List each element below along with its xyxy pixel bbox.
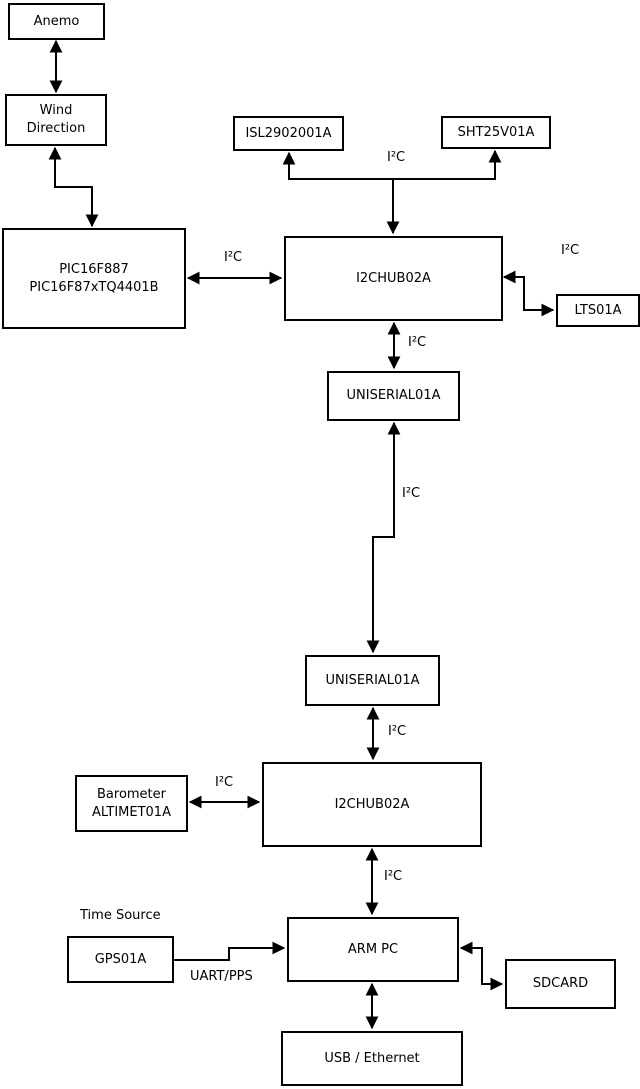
node-gps01a: GPS01A (67, 936, 174, 983)
node-barometer-altimet01a: Barometer ALTIMET01A (75, 775, 188, 832)
node-arm-pc: ARM PC (287, 917, 459, 982)
node-wind-direction-line2: Direction (26, 121, 86, 136)
node-wind-direction: Wind Direction (5, 94, 107, 146)
node-anemo-label: Anemo (33, 13, 80, 29)
edge-label-i2c-long-link: I²C (402, 486, 421, 501)
wire-i2chub-top-lts (502, 270, 555, 317)
node-i2chub02a-bottom-label: I2CHUB02A (334, 796, 410, 812)
edge-label-i2c-barometer: I²C (215, 775, 234, 790)
wire-gps-armpc (173, 941, 286, 961)
node-uniserial01a-top: UNISERIAL01A (327, 371, 460, 421)
node-usb-ethernet: USB / Ethernet (281, 1031, 463, 1086)
node-sht25v01a-label: SHT25V01A (457, 124, 535, 140)
edge-label-i2c-uniserial-hub: I²C (388, 724, 407, 739)
wire-armpc-sdcard (459, 941, 504, 991)
edge-label-i2c-pic-hub: I²C (224, 250, 243, 265)
edge-label-i2c-hub-armpc: I²C (384, 869, 403, 884)
node-pic16f887: PIC16F887 PIC16F87xTQ4401B (2, 228, 186, 329)
node-isl2902001a-label: ISL2902001A (245, 125, 332, 141)
node-isl2902001a: ISL2902001A (233, 116, 344, 151)
node-sdcard-label: SDCARD (532, 976, 589, 991)
node-anemo: Anemo (8, 3, 105, 40)
node-lts01a-label: LTS01A (574, 302, 622, 318)
edge-label-i2c-lts: I²C (561, 243, 580, 258)
node-uniserial01a-bottom: UNISERIAL01A (305, 655, 440, 706)
node-barometer-line1: Barometer (97, 786, 166, 802)
node-wind-direction-line1: Wind (39, 103, 73, 118)
edge-label-i2c-top-bus: I²C (387, 150, 406, 165)
node-usb-ethernet-label: USB / Ethernet (324, 1050, 420, 1066)
node-i2chub02a-top: I2CHUB02A (284, 236, 503, 321)
node-uniserial01a-bottom-label: UNISERIAL01A (325, 672, 420, 688)
node-uniserial01a-top-label: UNISERIAL01A (346, 388, 441, 403)
edge-label-uart-pps: UART/PPS (190, 969, 253, 984)
node-pic16f887-line2: PIC16F87xTQ4401B (29, 279, 159, 295)
node-arm-pc-label: ARM PC (347, 941, 399, 957)
wire-winddirection-pic (48, 146, 99, 228)
wire-uniserial-top-uniserial-bottom (366, 421, 401, 654)
node-pic16f887-line1: PIC16F887 (59, 261, 129, 277)
node-gps01a-label: GPS01A (94, 951, 147, 967)
node-lts01a: LTS01A (556, 294, 640, 327)
node-sdcard: SDCARD (505, 959, 616, 1009)
node-i2chub02a-bottom: I2CHUB02A (262, 762, 482, 847)
node-barometer-line2: ALTIMET01A (92, 804, 171, 820)
node-i2chub02a-top-label: I2CHUB02A (356, 270, 431, 286)
node-sht25v01a: SHT25V01A (441, 116, 551, 149)
label-time-source: Time Source (80, 908, 161, 923)
edge-label-i2c-hub-uniserial: I²C (408, 335, 427, 350)
